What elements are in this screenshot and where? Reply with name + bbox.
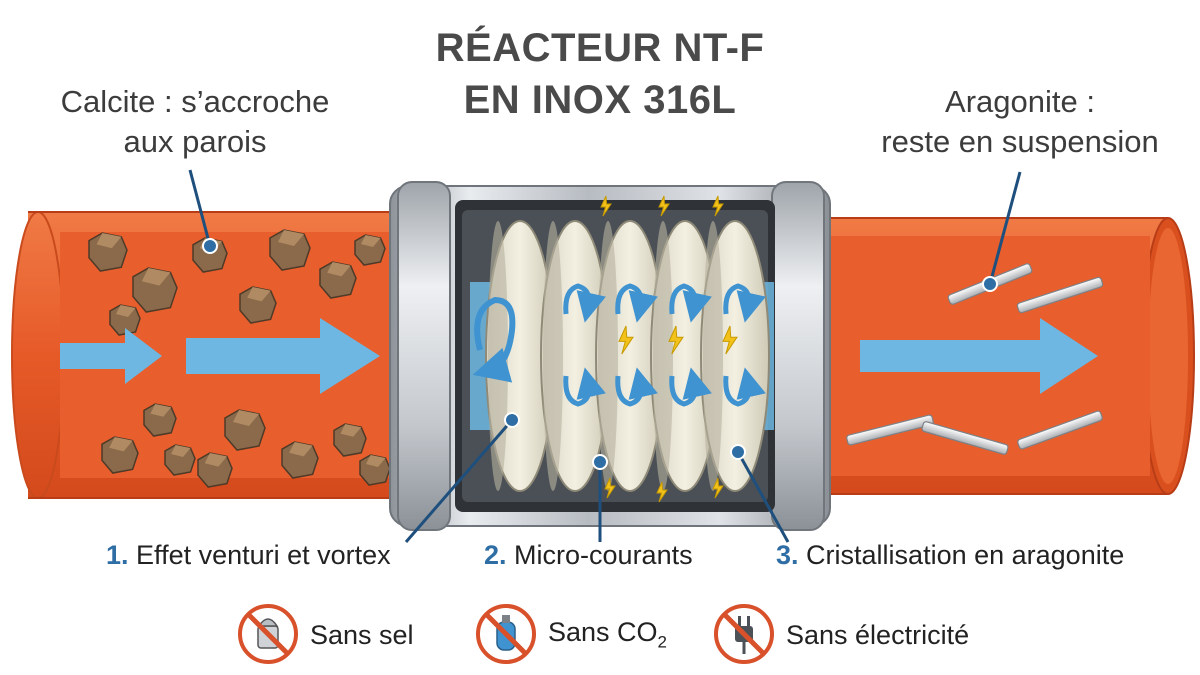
reactor-disc-edge: [598, 221, 618, 491]
calcite-callout-line2: aux parois: [123, 124, 267, 159]
calcite-rock-highlight: [171, 445, 191, 457]
outlet-flow-arrow: [860, 318, 1098, 394]
flow-arrows: [60, 318, 1098, 394]
step-2-label: Micro-courants: [514, 540, 693, 570]
badge-no-salt: Sans sel: [298, 605, 414, 665]
inlet-flow-arrow-small: [60, 328, 162, 384]
calcite-rock-highlight: [233, 410, 259, 426]
aragonite-crystals: [846, 263, 1104, 455]
leader-line-step3: [736, 451, 790, 543]
aragonite-callout-line1: Aragonite :: [945, 84, 1095, 119]
title-line-2: EN INOX 316L: [463, 78, 737, 122]
aragonite-rod: [846, 414, 934, 446]
step-1-label: Effet venturi et vortex: [136, 540, 391, 570]
badge-no-salt-label: Sans sel: [310, 619, 414, 650]
step-3-number: 3.: [776, 540, 799, 570]
calcite-deposits: [88, 229, 391, 488]
badge-no-co2-label: Sans CO2: [548, 617, 667, 652]
calcite-callout: Calcite : s’accroche aux parois: [20, 82, 370, 162]
vortex-arrow: [669, 367, 712, 407]
calcite-rock-highlight: [141, 268, 171, 286]
badge-no-electricity: Sans électricité: [774, 605, 969, 665]
salt-shaker-icon: [238, 604, 298, 664]
gas-cylinder-icon: [476, 604, 536, 664]
calcite-rock-highlight: [96, 233, 122, 249]
calcite-rock-highlight: [289, 442, 313, 457]
leader-lines: [188, 169, 1022, 543]
lightning-bolt: [618, 325, 634, 355]
reactor-disc-edge: [543, 221, 563, 491]
micro-current-lightning: [600, 195, 738, 503]
lightning-bolt: [658, 195, 670, 217]
reactor-disc-edge: [653, 221, 673, 491]
vortex-arrow: [563, 367, 606, 407]
lightning-bolt: [604, 477, 616, 499]
calcite-rock-highlight: [361, 235, 381, 247]
aragonite-rod: [1017, 410, 1103, 450]
calcite-rock-highlight: [366, 455, 386, 467]
title-line-1: RÉACTEUR NT-F: [435, 26, 765, 70]
aragonite-callout: Aragonite : reste en suspension: [845, 82, 1195, 162]
lightning-bolt: [600, 195, 612, 217]
inlet-flow-arrow-large: [186, 318, 380, 394]
leader-line-aragonite: [988, 171, 1022, 285]
aragonite-rod: [1016, 276, 1104, 314]
vortex-arrow: [615, 283, 658, 323]
step-3: 3. Cristallisation en aragonite: [776, 540, 1124, 571]
aragonite-callout-line2: reste en suspension: [881, 124, 1159, 159]
calcite-rock-highlight: [327, 262, 351, 277]
vortex-arrow: [723, 367, 766, 407]
vortex-arrow: [723, 283, 766, 323]
aragonite-rod: [921, 421, 1009, 455]
vortex-arrows: [472, 283, 766, 407]
calcite-rock-highlight: [116, 305, 136, 317]
badge-no-co2-text: Sans CO: [548, 617, 658, 648]
calcite-rock-highlight: [150, 404, 172, 417]
reactor-discs: [485, 220, 770, 492]
leader-dots: [202, 238, 998, 470]
calcite-callout-line1: Calcite : s’accroche: [60, 84, 330, 119]
calcite-rock-highlight: [109, 437, 133, 452]
lightning-bolt: [656, 481, 668, 503]
step-2-number: 2.: [484, 540, 507, 570]
reactor-disc-edge: [703, 221, 723, 491]
lightning-bolt: [712, 477, 724, 499]
vortex-arrow: [615, 367, 658, 407]
step-1-number: 1.: [106, 540, 129, 570]
leader-line-calcite: [188, 169, 212, 247]
step-2: 2. Micro-courants: [484, 540, 693, 571]
calcite-rock-highlight: [247, 287, 271, 302]
electric-plug-icon: [714, 604, 774, 664]
badge-no-co2: Sans CO2: [536, 605, 667, 665]
vortex-arrow: [563, 283, 606, 323]
calcite-rock-highlight: [204, 453, 227, 467]
vortex-arrow: [669, 283, 712, 323]
step-1: 1. Effet venturi et vortex: [106, 540, 391, 571]
step-3-label: Cristallisation en aragonite: [806, 540, 1125, 570]
badge-no-co2-subscript: 2: [657, 632, 668, 652]
lightning-bolt: [722, 325, 738, 355]
leader-line-step1: [404, 419, 514, 543]
lightning-bolt: [668, 325, 684, 355]
calcite-rock-highlight: [278, 230, 304, 246]
inlet-vortex-arrow: [472, 296, 516, 383]
lightning-bolt: [712, 195, 724, 217]
calcite-rock-highlight: [340, 424, 362, 437]
badge-no-electricity-label: Sans électricité: [786, 619, 970, 650]
